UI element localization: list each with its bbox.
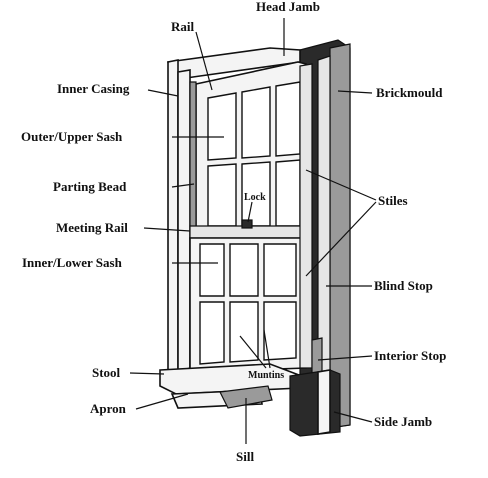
labels: Head Jamb Rail Inner Casing Brickmould O… (21, 0, 446, 464)
label-apron: Apron (90, 401, 127, 416)
sash-right-stile (299, 63, 313, 369)
leader-apron (135, 393, 189, 410)
leader-interior-stop (317, 355, 373, 361)
upper-pane-3 (275, 81, 301, 157)
leader-meeting-rail (143, 227, 191, 232)
label-parting-bead: Parting Bead (53, 179, 127, 194)
brickmould-face (329, 43, 351, 429)
label-muntins: Muntins (248, 370, 284, 381)
inner-casing (167, 59, 179, 378)
sill (219, 385, 273, 409)
leader-stiles-2 (305, 201, 377, 277)
leader-brickmould (337, 90, 373, 94)
label-meeting-rail: Meeting Rail (56, 220, 128, 235)
upper-pane-1 (207, 92, 237, 161)
leader-muntins-2 (263, 329, 271, 369)
leader-side-jamb (333, 411, 373, 423)
lower-pane-1 (199, 243, 225, 297)
label-interior-stop: Interior Stop (374, 348, 446, 363)
label-inner-lower-sash: Inner/Lower Sash (22, 255, 123, 270)
label-stiles: Stiles (378, 193, 408, 208)
label-blind-stop: Blind Stop (374, 278, 433, 293)
lock-hardware (241, 219, 253, 229)
side-jamb-face (317, 369, 331, 435)
label-outer-upper-sash: Outer/Upper Sash (21, 129, 123, 144)
leader-inner-casing (147, 89, 179, 97)
upper-pane-4 (207, 163, 237, 227)
lower-pane-2 (229, 243, 259, 297)
label-head-jamb: Head Jamb (256, 0, 320, 14)
leader-parting-bead (171, 183, 195, 188)
leader-stiles-1 (305, 169, 377, 201)
label-lock: Lock (244, 192, 266, 203)
label-brickmould: Brickmould (376, 85, 443, 100)
lower-pane-6 (263, 301, 297, 361)
leader-rail (195, 31, 213, 91)
leader-lock (247, 201, 253, 223)
label-sill: Sill (236, 449, 254, 464)
leader-stool (129, 372, 165, 375)
lower-pane-4 (199, 301, 225, 365)
label-rail: Rail (171, 19, 195, 34)
leader-lines (129, 18, 377, 444)
label-side-jamb: Side Jamb (374, 414, 432, 429)
casing-inner-strip (177, 69, 191, 374)
lower-pane-3 (263, 243, 297, 297)
upper-pane-2 (241, 86, 271, 159)
lower-pane-5 (229, 301, 259, 363)
leader-muntins-1 (239, 335, 267, 369)
label-inner-casing: Inner Casing (57, 81, 130, 96)
window-illustration (159, 39, 351, 437)
label-stool: Stool (92, 365, 121, 380)
upper-pane-6 (275, 159, 301, 227)
side-jamb (289, 369, 341, 437)
